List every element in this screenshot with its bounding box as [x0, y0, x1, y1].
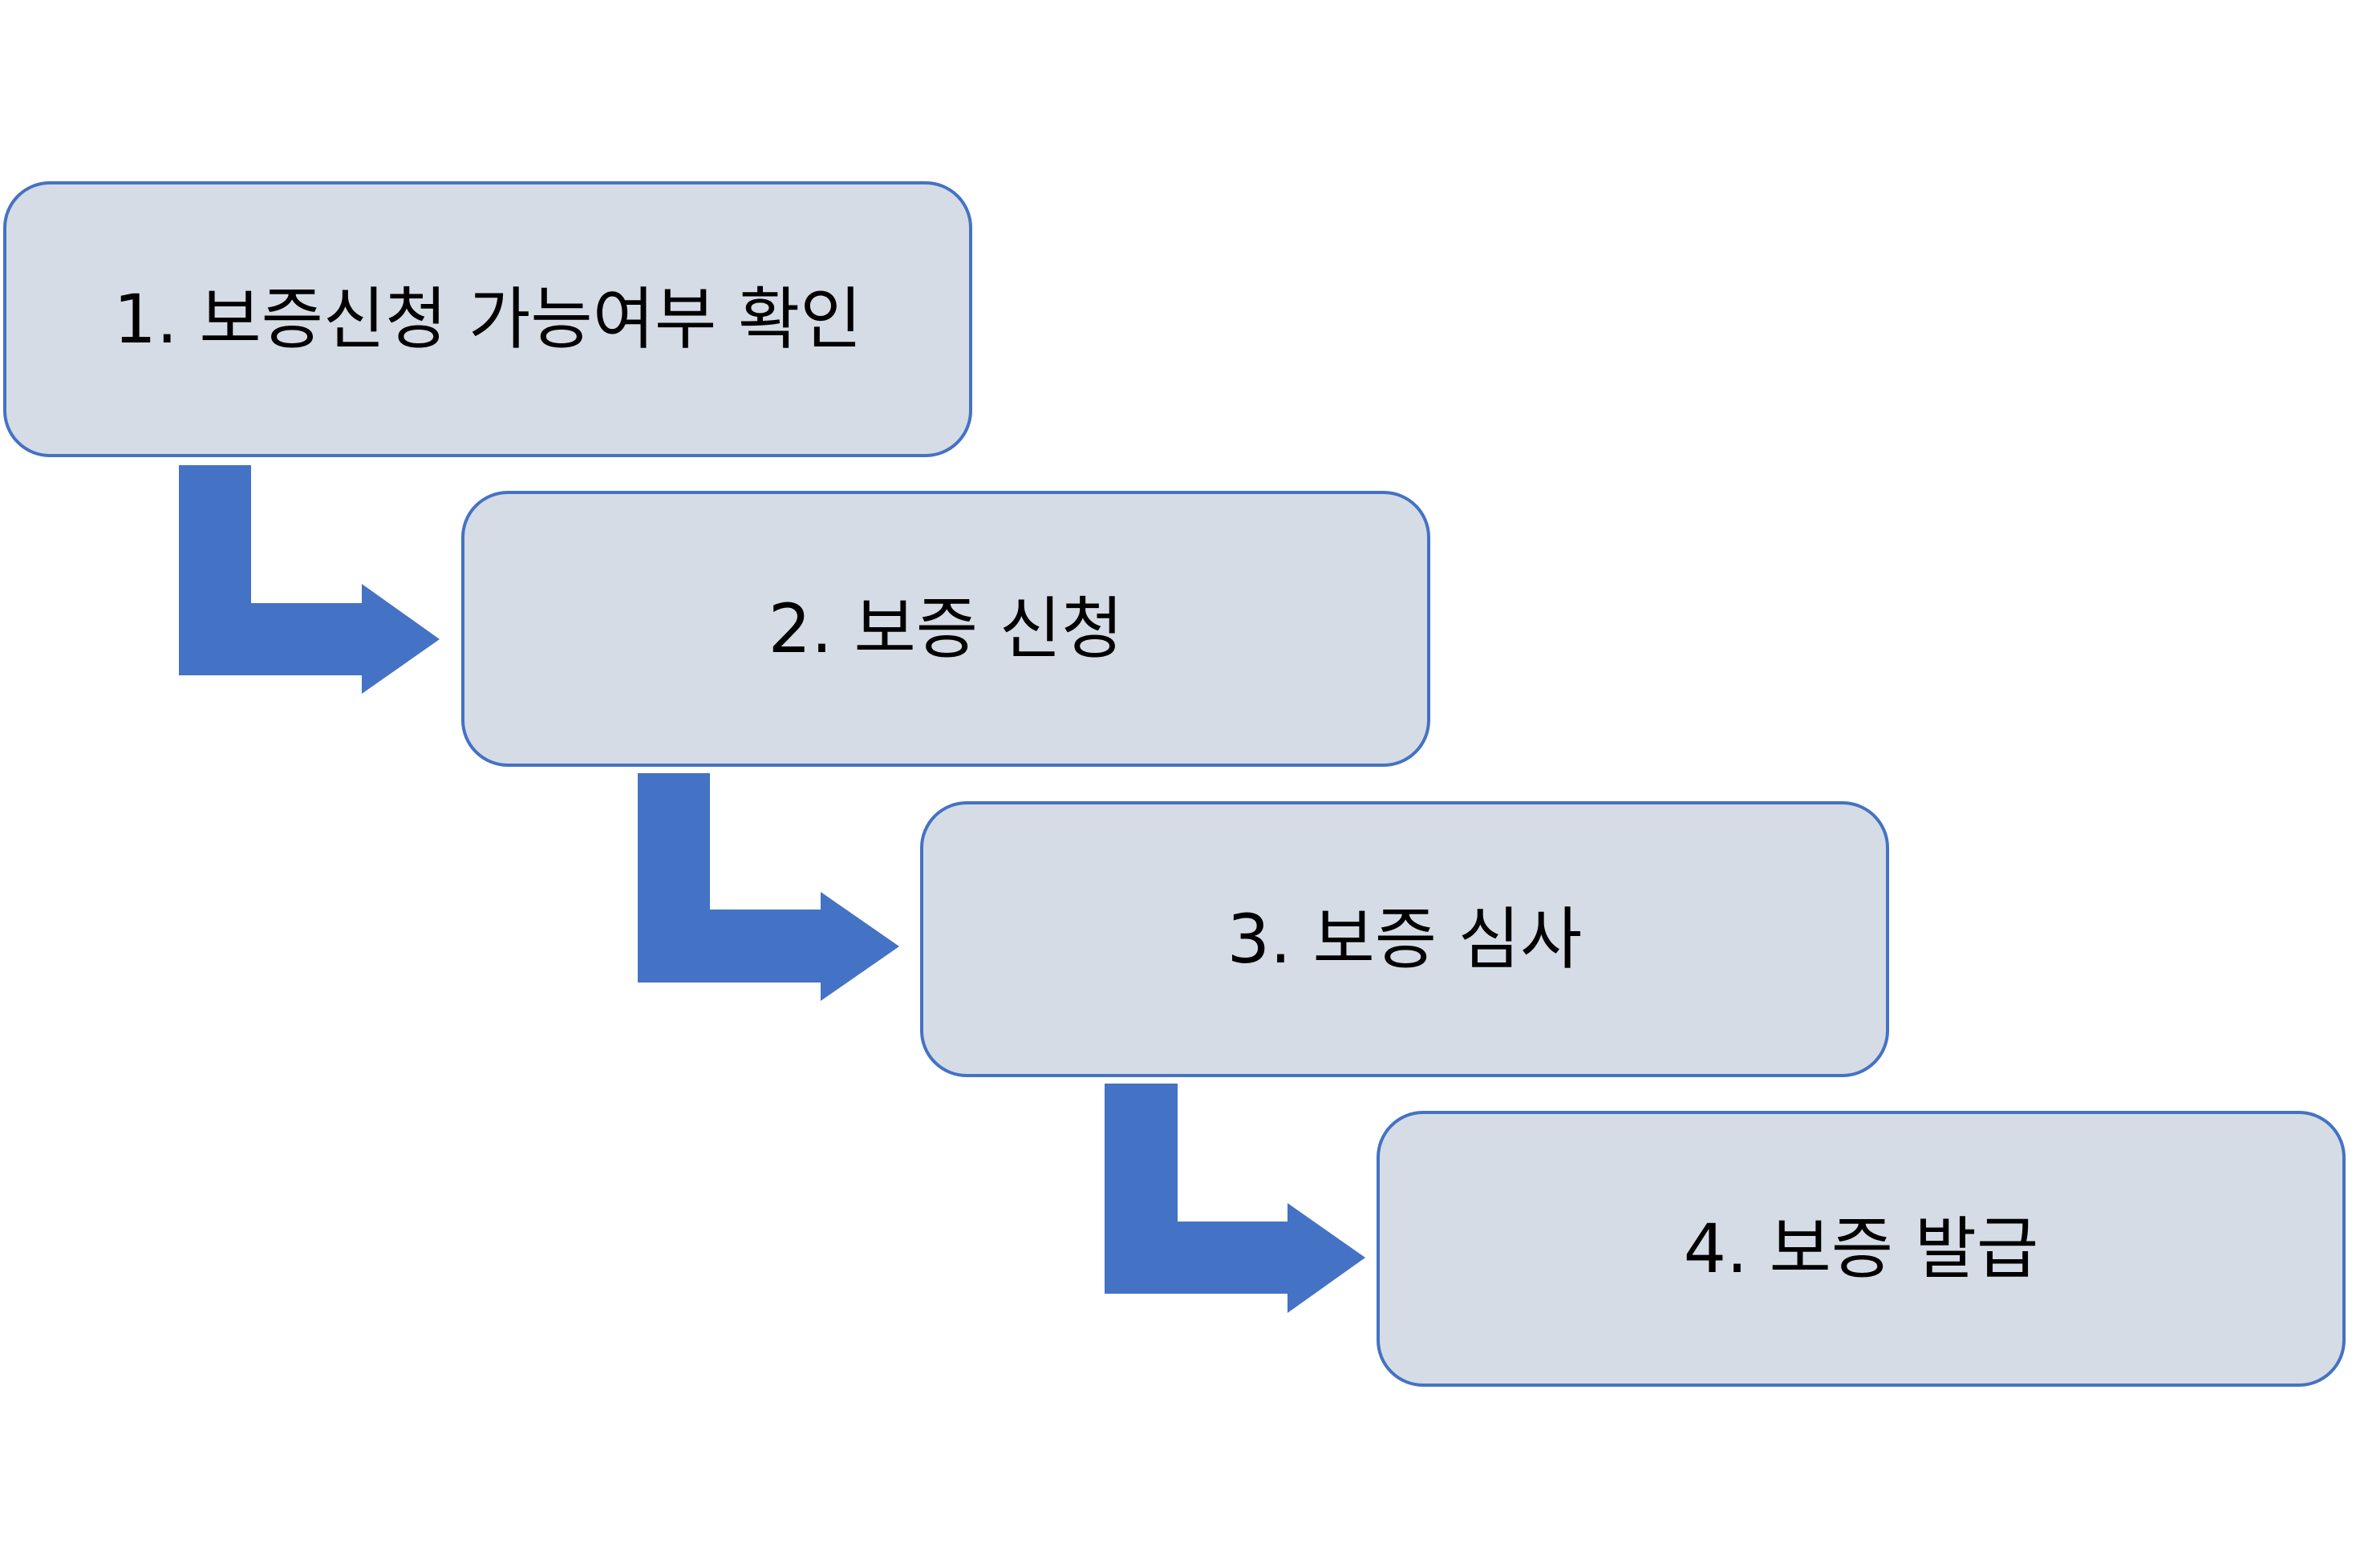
- bent-arrow-right-icon: [179, 465, 440, 694]
- step-box-issue: 4. 보증 발급: [1377, 1111, 2346, 1387]
- step-label: 2. 보증 신청: [768, 590, 1124, 668]
- step-box-apply: 2. 보증 신청: [461, 491, 1430, 767]
- step-label: 3. 보증 심사: [1227, 900, 1583, 978]
- step-label: 1. 보증신청 가능여부 확인: [113, 280, 862, 359]
- step-box-check-eligibility: 1. 보증신청 가능여부 확인: [3, 181, 972, 457]
- bent-arrow-right-icon: [638, 773, 899, 1001]
- step-box-review: 3. 보증 심사: [920, 801, 1889, 1077]
- step-label: 4. 보증 발급: [1683, 1209, 2039, 1288]
- bent-arrow-right-icon: [1105, 1084, 1365, 1313]
